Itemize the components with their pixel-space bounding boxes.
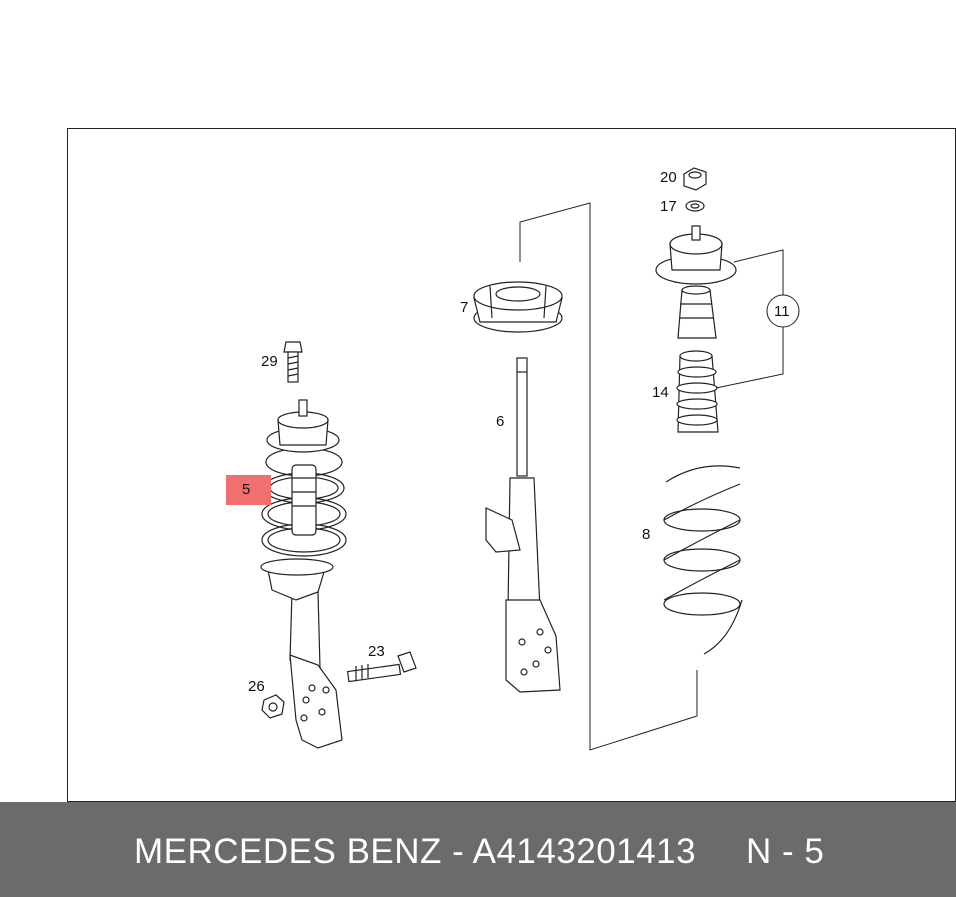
part-number-text: MERCEDES BENZ - A4143201413: [134, 832, 697, 871]
strut-assembly-illustration: [260, 399, 347, 749]
callout-17: 17: [660, 198, 677, 215]
top-mount-11-illustration: [655, 225, 737, 285]
spring-pad-7-illustration: [473, 281, 563, 333]
callout-20: 20: [660, 169, 677, 186]
footer-bar: MERCEDES BENZ - A4143201413 N - 5: [0, 802, 956, 897]
coil-spring-8-illustration: [663, 465, 743, 655]
highlight-box: [226, 475, 271, 505]
callout-5: 5: [242, 481, 250, 498]
callout-23: 23: [368, 643, 385, 660]
callout-14: 14: [652, 384, 669, 401]
callout-7: 7: [460, 299, 468, 316]
bump-stop-illustration: [677, 285, 717, 339]
nut-20-illustration: [683, 167, 707, 191]
callout-26: 26: [248, 678, 265, 695]
leader-lines: [519, 202, 784, 751]
nut-26-illustration: [261, 694, 285, 719]
callout-8: 8: [642, 526, 650, 543]
bolt-29-illustration: [283, 341, 303, 383]
washer-17-illustration: [685, 200, 705, 212]
shock-absorber-illustration: [485, 357, 561, 693]
callout-11-circle: [766, 294, 800, 328]
callout-11: 11: [774, 303, 790, 320]
callout-6: 6: [496, 413, 504, 430]
bolt-23-illustration: [346, 651, 417, 683]
callout-29: 29: [261, 353, 278, 370]
diagram-frame: [67, 128, 956, 802]
dust-boot-14-illustration: [676, 350, 719, 433]
diagram-reference-text: N - 5: [746, 832, 825, 871]
